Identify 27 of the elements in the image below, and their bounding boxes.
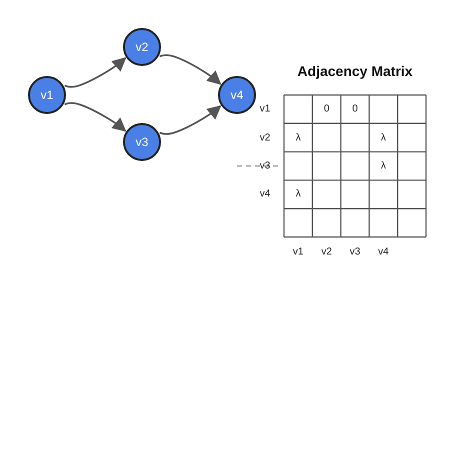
matrix-entry: λ: [296, 188, 301, 200]
arrow: [159, 54, 222, 85]
vertex-label: v3: [136, 135, 148, 149]
column-label: v4: [378, 246, 389, 258]
matrix-entry: λ: [380, 160, 386, 172]
row-label: v1: [260, 104, 270, 115]
arrow: [159, 105, 222, 135]
vertex-label: v1: [40, 88, 54, 102]
row-label: v2: [260, 132, 270, 144]
matrix-entry: 0: [324, 104, 330, 115]
row-label: v3: [260, 160, 270, 172]
matrix-entry: 0: [352, 104, 358, 115]
matrix-title: Adjacency Matrix: [297, 63, 413, 79]
column-label: v1: [292, 246, 304, 258]
row-label: v4: [260, 188, 270, 200]
column-label: v2: [321, 246, 332, 258]
matrix-entry: λ: [380, 132, 386, 144]
vertex-label: v4: [230, 88, 244, 102]
vertex-circle: [123, 123, 161, 161]
vertex-label: v2: [136, 40, 148, 54]
vertex-circle: [218, 76, 256, 114]
column-label: v3: [350, 246, 360, 258]
arrow: [64, 57, 126, 88]
vertex-circle: [123, 28, 161, 66]
arrow: [64, 102, 126, 132]
matrix-entry: λ: [296, 132, 301, 144]
vertex-circle: [28, 76, 66, 114]
